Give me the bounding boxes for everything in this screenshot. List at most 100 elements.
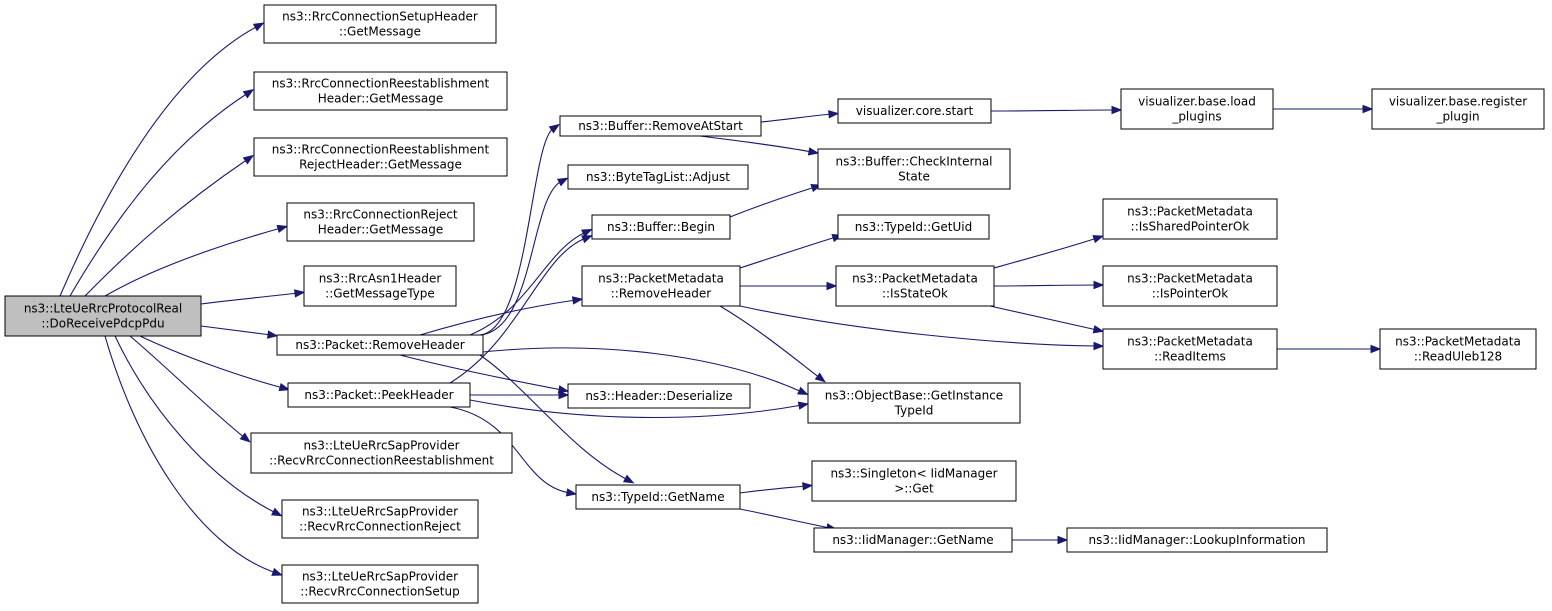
edge-pkt_peek-to-typeid_name-arrowhead [565,488,578,497]
node-pkt-peek[interactable]: ns3::Packet::PeekHeader [287,382,471,408]
node-box[interactable] [1120,88,1274,130]
node-reest-hdr[interactable]: ns3::RrcConnectionReestablishmentHeader:… [253,71,508,111]
edge-root-to-pkt_remove [200,325,279,339]
edge-pkt_remove-to-typeid_name-arrowhead [622,474,635,484]
node-pm-uleb[interactable]: ns3::PacketMetadata::ReadUleb128 [1379,328,1537,370]
node-box[interactable] [837,214,990,240]
edge-root-to-reject_hdr-arrowhead [276,224,289,234]
edge-buf_rm-to-buf_check-line [699,135,813,153]
node-box[interactable] [567,383,751,409]
node-box[interactable] [567,164,749,190]
node-box[interactable] [253,71,508,111]
node-box[interactable] [1371,88,1545,130]
node-box[interactable] [559,115,762,137]
node-sap-reject[interactable]: ns3::LteUeRrcSapProvider::RecvRrcConnect… [281,499,479,539]
node-box[interactable] [817,148,1011,190]
edge-pkt_peek-to-typeid_name-line [449,406,571,494]
edge-pkt_peek-to-objbase [469,399,810,419]
node-box[interactable] [591,214,731,240]
node-pm-ptr[interactable]: ns3::PacketMetadata::IsPointerOk [1102,265,1278,307]
node-box[interactable] [575,484,741,510]
node-box[interactable] [581,265,741,307]
node-box[interactable] [1066,527,1328,553]
node-box[interactable] [811,460,1017,502]
edge-root-to-reest_rej-arrowhead [242,154,255,165]
node-reject-hdr[interactable]: ns3::RrcConnectionRejectHeader::GetMessa… [286,202,475,242]
node-box[interactable] [303,265,457,307]
node-reest-rej[interactable]: ns3::RrcConnectionReestablishmentRejectH… [253,137,508,177]
node-asn1[interactable]: ns3::RrcAsn1Header::GetMessageType [303,265,457,307]
node-box[interactable] [835,265,995,307]
node-label-line: ns3::IidManager::LookupInformation [1089,533,1306,547]
node-box[interactable] [281,564,479,604]
node-label-line: TypeId [894,404,934,418]
edge-root-to-sap_setup [104,335,283,576]
edge-pkt_remove-to-objbase-arrowhead [797,386,809,396]
edge-pm_remove-to-typeid_uid [739,233,844,269]
node-box[interactable] [281,499,479,539]
node-label-line: ns3::RrcConnectionReestablishment [272,143,490,157]
node-root[interactable]: ns3::LteUeRrcProtocolReal::DoReceivePdcp… [4,295,202,337]
node-label-line: ns3::LteUeRrcSapProvider [303,439,459,453]
edge-root-to-setup_hdr-line [59,25,259,297]
node-typeid-name[interactable]: ns3::TypeId::GetName [575,484,741,510]
node-label-line: ::RecvRrcConnectionReestablishment [269,454,494,468]
node-box[interactable] [286,202,475,242]
nodes-layer: ns3::LteUeRrcProtocolReal::DoReceivePdcp… [4,4,1545,604]
node-setup-hdr[interactable]: ns3::RrcConnectionSetupHeader::GetMessag… [263,4,497,44]
node-buf-rm[interactable]: ns3::Buffer::RemoveAtStart [559,115,762,137]
edge-root-to-reest_rej [84,154,255,297]
node-box[interactable] [1102,198,1278,240]
node-label-line: RejectHeader::GetMessage [299,158,462,172]
node-iid-name[interactable]: ns3::IidManager::GetName [813,527,1013,553]
edge-root-to-reest_hdr-line [69,92,249,297]
edge-root-to-pkt_remove-arrowhead [266,330,279,339]
node-label-line: ns3::TypeId::GetName [591,490,724,504]
edge-pkt_peek-to-hdr_deser-arrowhead [558,390,570,400]
edge-root-to-asn1-arrowhead [294,289,306,298]
node-label-line: ::RecvRrcConnectionReject [299,520,461,534]
edge-pkt_remove-to-buf_rm-arrowhead [548,123,561,134]
node-pm-shared[interactable]: ns3::PacketMetadata::IsSharedPointerOk [1102,198,1278,240]
node-pm-isstate[interactable]: ns3::PacketMetadata::IsStateOk [835,265,995,307]
edge-pkt_remove-to-buf_rm [479,123,561,336]
node-box[interactable] [1102,265,1278,307]
node-box[interactable] [287,382,471,408]
node-vis-reg[interactable]: visualizer.base.register_plugin [1371,88,1545,130]
edge-pm_isstate-to-pm_read-arrowhead [1092,325,1105,334]
node-bytetag[interactable]: ns3::ByteTagList::Adjust [567,164,749,190]
node-iid-lookup[interactable]: ns3::IidManager::LookupInformation [1066,527,1328,553]
node-pm-remove[interactable]: ns3::PacketMetadata::RemoveHeader [581,265,741,307]
node-box[interactable] [250,432,513,474]
node-sap-reest[interactable]: ns3::LteUeRrcSapProvider::RecvRrcConnect… [250,432,513,474]
edge-buf_rm-to-vis_core-arrowhead [828,110,840,119]
node-box[interactable] [253,137,508,177]
node-pkt-remove[interactable]: ns3::Packet::RemoveHeader [276,334,484,356]
node-typeid-uid[interactable]: ns3::TypeId::GetUid [837,214,990,240]
node-box[interactable] [1379,328,1537,370]
node-box[interactable] [276,334,484,356]
node-pm-read[interactable]: ns3::PacketMetadata::ReadItems [1102,328,1278,370]
node-box[interactable] [807,382,1021,424]
node-label-line: Header::GetMessage [318,223,444,237]
node-box[interactable] [813,527,1013,553]
node-vis-load[interactable]: visualizer.base.load_plugins [1120,88,1274,130]
node-box[interactable] [263,4,497,44]
node-box[interactable] [1102,328,1278,370]
node-box[interactable] [837,98,992,124]
edge-pkt_peek-to-typeid_name [449,406,578,497]
edge-root-to-pkt_peek [139,335,291,392]
edge-pkt_remove-to-hdr_deser-arrowhead [557,385,570,394]
node-label-line: visualizer.base.register [1389,95,1527,109]
edge-pkt_remove-to-hdr_deser [399,354,570,394]
node-buf-begin[interactable]: ns3::Buffer::Begin [591,214,731,240]
node-singleton[interactable]: ns3::Singleton< IidManager>::Get [811,460,1017,502]
node-sap-setup[interactable]: ns3::LteUeRrcSapProvider::RecvRrcConnect… [281,564,479,604]
edge-root-to-sap_reject [114,335,283,517]
node-vis-core[interactable]: visualizer.core.start [837,98,992,124]
node-hdr-deser[interactable]: ns3::Header::Deserialize [567,383,751,409]
node-box[interactable] [4,295,202,337]
